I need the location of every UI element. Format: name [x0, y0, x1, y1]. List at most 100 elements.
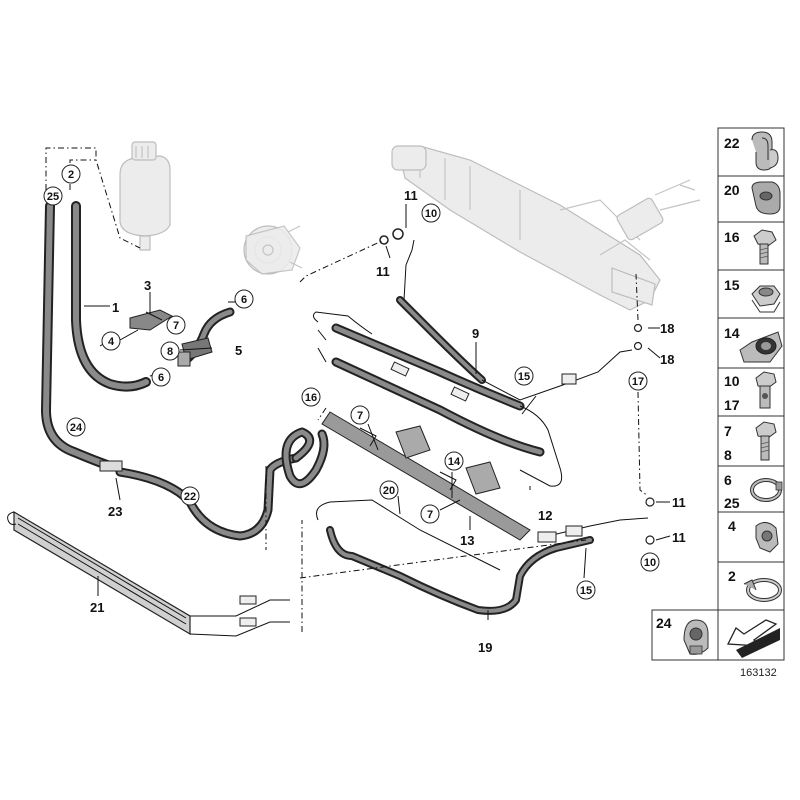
callout-9: 9 [472, 326, 479, 341]
callout-10a: 10 [421, 203, 441, 223]
callout-21: 21 [90, 600, 104, 615]
panel-cell-16: 16 [717, 221, 785, 271]
washers [379, 228, 655, 545]
band-clamp-icon [743, 578, 782, 602]
callout-6b: 6 [151, 367, 171, 387]
bracket-13 [321, 411, 531, 541]
svg-text:2: 2 [68, 169, 74, 181]
svg-text:2: 2 [728, 568, 736, 584]
callout-24: 24 [66, 417, 86, 437]
connection-lines [45, 147, 649, 632]
cooler-21 [7, 510, 290, 637]
t-connector-5 [177, 337, 213, 367]
svg-text:14: 14 [724, 325, 740, 341]
callout-11d: 11 [672, 530, 686, 545]
svg-text:20: 20 [383, 485, 395, 497]
panel-cell-20: 20 [717, 175, 785, 223]
callout-5: 5 [235, 343, 242, 358]
svg-text:7: 7 [427, 509, 433, 521]
callout-10b: 10 [640, 552, 660, 572]
callout-4: 4 [101, 331, 121, 351]
svg-text:15: 15 [724, 277, 740, 293]
svg-text:16: 16 [724, 229, 740, 245]
steering-pump-ghost [243, 225, 303, 275]
svg-text:7: 7 [357, 410, 363, 422]
hose-22 [99, 427, 329, 541]
callout-2: 2 [61, 164, 81, 184]
hex-bolt-icon [753, 229, 777, 265]
svg-text:10: 10 [724, 373, 740, 389]
callout-18a: 18 [660, 321, 674, 336]
svg-text:17: 17 [724, 397, 740, 413]
callout-13: 13 [460, 533, 474, 548]
svg-text:10: 10 [425, 208, 437, 220]
hose-bracket-icon [739, 331, 783, 363]
svg-text:6: 6 [158, 372, 164, 384]
panel-cell-15: 15 [717, 269, 785, 319]
panel-cell-10-17: 10 17 [717, 367, 785, 417]
callout-11b: 11 [376, 264, 390, 279]
panel-cell-7-8: 7 8 [717, 415, 785, 467]
line-12-assembly [312, 311, 563, 487]
svg-text:24: 24 [656, 615, 672, 631]
callout-7c: 7 [420, 504, 440, 524]
leader-lines [84, 204, 671, 620]
cable-tie-icon [683, 619, 709, 655]
rubber-grommet-icon [751, 181, 781, 215]
fluid-reservoir-ghost [119, 141, 171, 251]
svg-text:8: 8 [167, 346, 173, 358]
svg-text:15: 15 [518, 371, 530, 383]
callout-12: 12 [538, 508, 552, 523]
hose-clamp-icon [750, 478, 783, 502]
svg-text:16: 16 [305, 392, 317, 404]
callout-3: 3 [144, 278, 151, 293]
callout-15a: 15 [514, 366, 534, 386]
callout-19: 19 [478, 640, 492, 655]
svg-text:10: 10 [644, 557, 656, 569]
callout-1: 1 [112, 300, 119, 315]
svg-text:4: 4 [728, 518, 736, 534]
callout-7b: 7 [350, 405, 370, 425]
panel-cell-arrow [717, 609, 785, 661]
callout-25: 25 [43, 186, 63, 206]
panel-cell-24: 24 [651, 609, 719, 661]
parts-legend-panel: 22 20 16 [651, 127, 785, 679]
callout-22: 22 [180, 486, 200, 506]
hollow-banjo-bolt-icon [755, 371, 777, 409]
view-direction-arrow-icon [726, 619, 780, 658]
svg-text:4: 4 [108, 336, 115, 348]
svg-text:7: 7 [173, 320, 179, 332]
panel-cell-22: 22 [717, 127, 785, 177]
callouts: 2 25 4 6 6 7 8 10 15 16 7 14 20 7 17 10 … [43, 164, 686, 655]
panel-cell-6-25: 6 25 [717, 465, 785, 513]
steering-rack-ghost [391, 145, 701, 311]
svg-text:15: 15 [580, 585, 592, 597]
svg-text:14: 14 [448, 456, 461, 468]
panel-cell-14: 14 [717, 317, 785, 369]
svg-text:22: 22 [184, 491, 196, 503]
callout-18b: 18 [660, 352, 674, 367]
callout-16: 16 [301, 387, 321, 407]
svg-text:6: 6 [724, 472, 732, 488]
return-line-19 [316, 499, 649, 615]
svg-text:6: 6 [241, 294, 247, 306]
svg-text:24: 24 [70, 422, 83, 434]
svg-text:25: 25 [47, 191, 59, 203]
callout-6a: 6 [234, 289, 254, 309]
svg-text:22: 22 [724, 135, 740, 151]
hex-bolt-icon [755, 421, 777, 461]
svg-text:8: 8 [724, 447, 732, 463]
pressure-line-9 [396, 239, 633, 401]
small-bracket-3 [129, 309, 174, 331]
double-clip-icon [751, 131, 779, 171]
panel-cell-4: 4 [717, 511, 785, 563]
svg-text:7: 7 [724, 423, 732, 439]
callout-8: 8 [160, 341, 180, 361]
callout-23: 23 [108, 504, 122, 519]
hex-nut-icon [751, 285, 781, 313]
callout-15b: 15 [576, 580, 596, 600]
panel-cell-2: 2 [717, 561, 785, 611]
callout-7a: 7 [166, 315, 186, 335]
callout-20: 20 [379, 480, 399, 500]
